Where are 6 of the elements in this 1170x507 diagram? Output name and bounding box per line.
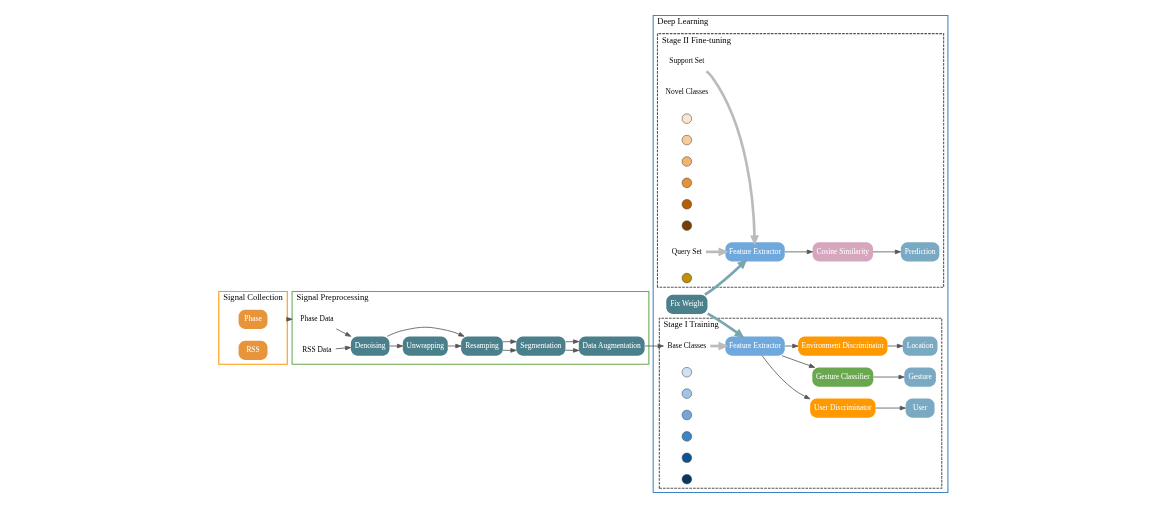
node-text: Novel Classes	[665, 86, 708, 96]
node-text: RSS Data	[301, 344, 332, 354]
node-text: Support Set	[668, 55, 704, 65]
node-text: Base Classes	[666, 340, 706, 350]
node-text: Query Set	[671, 246, 702, 256]
node-text: Phase Data	[299, 313, 334, 323]
